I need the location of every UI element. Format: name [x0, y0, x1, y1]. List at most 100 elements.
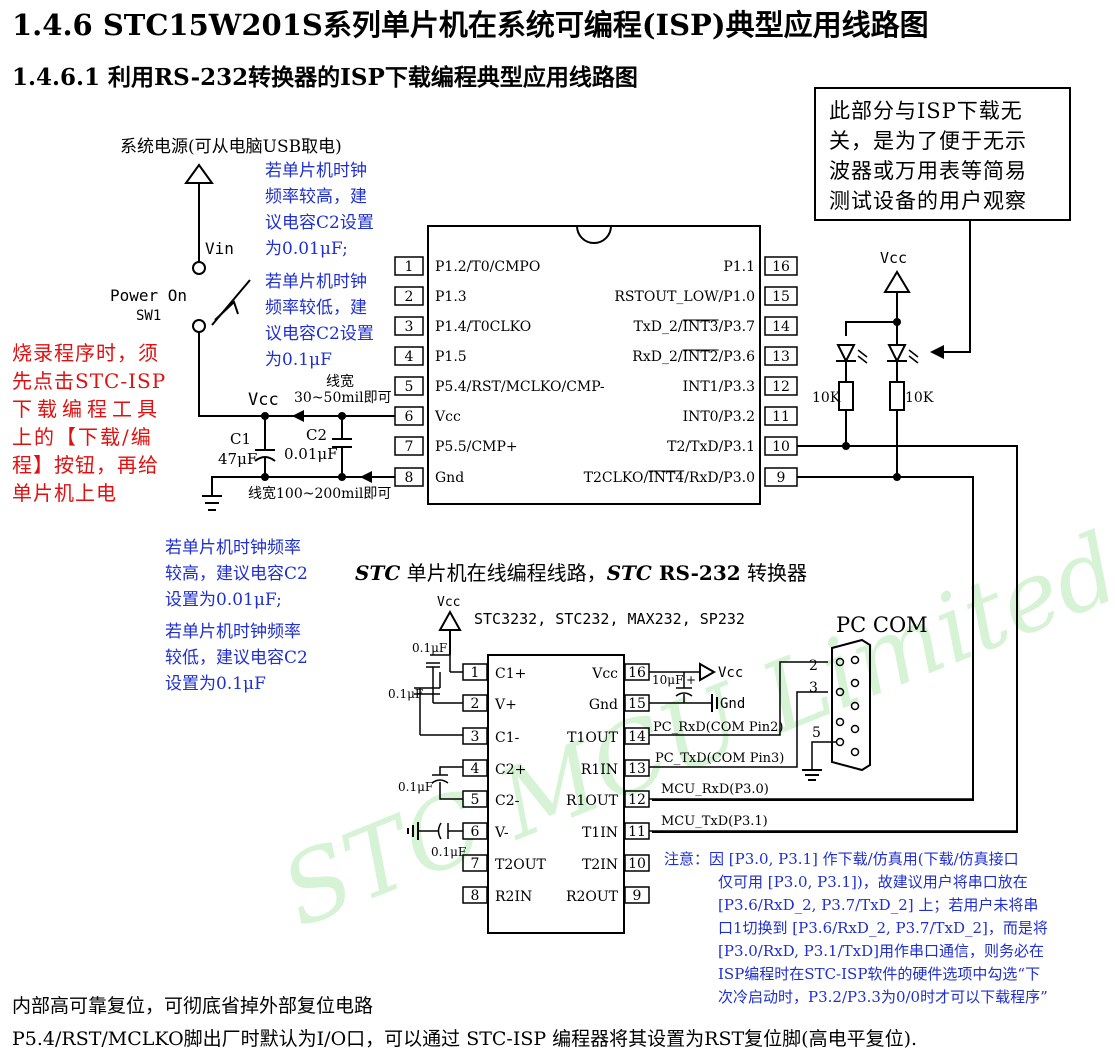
pc-com-label: PC COM	[836, 613, 928, 637]
com-pin-number: 5	[812, 725, 821, 741]
trace-width-value: 30~50mil即可	[294, 390, 392, 406]
svg-text:7: 7	[405, 439, 414, 455]
mcu-right-pin: 15 RSTOUT_LOW/P1.0	[614, 286, 798, 306]
svg-text:频率较高，建: 频率较高，建	[265, 187, 367, 207]
resistor-10k	[889, 381, 905, 411]
mcu-right-pin: 13 RxD_2/INT2/P3.6	[632, 346, 798, 366]
svg-text:15: 15	[772, 289, 790, 305]
c1-value: 47μF	[218, 450, 257, 468]
vcc-arrow-icon	[883, 270, 911, 293]
svg-text:10μF: 10μF	[652, 673, 683, 687]
signal-label: MCU_TxD(P3.1)	[661, 814, 768, 829]
rs232-right-pin: 14 T1OUT	[567, 727, 650, 746]
svg-text:若单片机时钟: 若单片机时钟	[265, 161, 367, 181]
svg-text:ISP编程时在STC-ISP软件的硬件选项中勾选“下: ISP编程时在STC-ISP软件的硬件选项中勾选“下	[718, 965, 1040, 983]
rs232-capacitors: 0.1μF 0.1μF 0.1μF 0.1μF Vcc 10μF + Gnd	[388, 641, 745, 859]
svg-text:3: 3	[471, 729, 480, 745]
svg-text:R1IN: R1IN	[581, 762, 618, 778]
mcu-left-pin: 8 Gnd	[394, 467, 464, 487]
svg-text:2: 2	[405, 289, 414, 305]
svg-text:单片机上电: 单片机上电	[12, 481, 117, 505]
svg-text:C1-: C1-	[495, 730, 520, 746]
svg-text:13: 13	[628, 761, 646, 777]
svg-text:P1.1: P1.1	[723, 259, 755, 275]
svg-text:0.1μF: 0.1μF	[412, 641, 447, 655]
svg-text:Gnd: Gnd	[720, 696, 745, 712]
rs232-vcc-label: Vcc	[437, 595, 460, 610]
svg-text:9: 9	[777, 470, 786, 486]
svg-text:5: 5	[471, 792, 480, 808]
resistor-10k	[838, 381, 854, 411]
svg-text:P5.4/RST/MCLKO/CMP-: P5.4/RST/MCLKO/CMP-	[435, 379, 605, 395]
svg-text:0.1μF: 0.1μF	[388, 687, 423, 701]
power-switch-label: Power On	[110, 286, 187, 305]
svg-text:14: 14	[628, 729, 646, 745]
mcu-left-pin: 3 P1.4/T0CLKO	[394, 316, 531, 336]
svg-text:下载编程工具: 下载编程工具	[12, 397, 162, 421]
mcu-chip: 1 P1.2/T0/CMPO 2 P1.3 3 P1.4/T0CLKO 4 P1…	[394, 225, 798, 505]
mcu-left-pin: 2 P1.3	[394, 286, 467, 306]
svg-text:13: 13	[772, 349, 790, 365]
rs232-part-numbers: STC3232, STC232, MAX232, SP232	[474, 610, 745, 628]
section-subtitle: 1.4.6.1 利用RS-232转换器的ISP下载编程典型应用线路图	[12, 64, 638, 91]
signal-label: PC_RxD(COM Pin2)	[653, 720, 783, 735]
svg-text:16: 16	[772, 259, 790, 275]
svg-text:T2OUT: T2OUT	[495, 857, 547, 873]
svg-text:RSTOUT_LOW/P1.0: RSTOUT_LOW/P1.0	[614, 289, 755, 305]
svg-text:+: +	[686, 673, 696, 687]
note-box-line: 关，是为了便于无示	[829, 129, 1027, 153]
svg-text:口1切换到 [P3.6/RxD_2, P3.7/TxD_2]: 口1切换到 [P3.6/RxD_2, P3.7/TxD_2]，而是将	[718, 919, 1048, 937]
svg-text:[P3.0/RxD, P3.1/TxD]用作串口通信，则务必: [P3.0/RxD, P3.1/TxD]用作串口通信，则务必在	[718, 942, 1044, 960]
svg-text:为0.1μF: 为0.1μF	[265, 350, 332, 370]
wire-pc-rxd	[649, 661, 828, 736]
mcu-left-pin: 5 P5.4/RST/MCLKO/CMP-	[394, 376, 605, 396]
download-instruction-note: 烧录程序时，须 先点击STC-ISP 下载编程工具 上的【下载/编 程】按钮，再…	[12, 341, 165, 505]
vin-label: Vin	[205, 239, 234, 258]
led-icon	[836, 344, 856, 364]
svg-text:9: 9	[633, 888, 642, 904]
svg-text:Gnd: Gnd	[435, 470, 464, 486]
svg-text:0.1μF: 0.1μF	[431, 845, 466, 859]
note-box-line: 此部分与ISP下载无	[829, 99, 1023, 123]
c1-label: C1	[230, 430, 251, 448]
resistor-label: 10K	[812, 390, 841, 406]
svg-text:T1OUT: T1OUT	[567, 730, 619, 746]
svg-text:10: 10	[628, 856, 646, 872]
svg-text:4: 4	[471, 761, 480, 777]
svg-text:V-: V-	[494, 825, 509, 841]
svg-text:注意：因 [P3.0, P3.1] 作下载/仿真用(下载/仿: 注意：因 [P3.0, P3.1] 作下载/仿真用(下载/仿真接口	[664, 850, 1019, 868]
rs232-left-pin: 7 T2OUT	[462, 854, 547, 873]
mcu-right-pin: 14 TxD_2/INT3/P3.7	[633, 316, 798, 336]
svg-text:15: 15	[628, 696, 646, 712]
svg-text:若单片机时钟: 若单片机时钟	[265, 272, 367, 292]
rs232-left-pin: 3 C1-	[462, 727, 520, 746]
svg-text:T2CLKO/INT4/RxD/P3.0: T2CLKO/INT4/RxD/P3.0	[584, 470, 755, 486]
mcu-right-pin: 10 T2/TxD/P3.1	[667, 436, 798, 456]
svg-text:7: 7	[471, 856, 480, 872]
svg-text:仅可用 [P3.0, P3.1])，故建议用户将串口放在: 仅可用 [P3.0, P3.1])，故建议用户将串口放在	[718, 873, 1028, 891]
mcu-left-pin: 4 P1.5	[394, 346, 467, 366]
svg-text:R2IN: R2IN	[495, 889, 532, 905]
svg-text:T2/TxD/P3.1: T2/TxD/P3.1	[667, 439, 755, 455]
svg-text:P1.3: P1.3	[435, 289, 467, 305]
svg-text:8: 8	[405, 470, 414, 486]
wire-pc-txd	[649, 691, 828, 768]
mcu-right-pin: 11 INT0/P3.2	[683, 406, 798, 426]
svg-text:[P3.6/RxD_2, P3.7/TxD_2] 上；若用户: [P3.6/RxD_2, P3.7/TxD_2] 上；若用户未将串	[718, 896, 1038, 914]
svg-text:P1.2/T0/CMPO: P1.2/T0/CMPO	[435, 259, 540, 275]
resistor-label: 10K	[905, 390, 934, 406]
led-indicators: Vcc 10K 10K	[812, 249, 934, 481]
svg-text:12: 12	[628, 792, 646, 808]
signal-label: PC_TxD(COM Pin3)	[655, 751, 784, 766]
svg-text:1: 1	[405, 259, 414, 275]
svg-text:5: 5	[405, 379, 414, 395]
switch-ref-label: SW1	[136, 308, 161, 324]
com-pin-number: 2	[809, 658, 818, 674]
com-pin-number: 3	[809, 680, 818, 696]
